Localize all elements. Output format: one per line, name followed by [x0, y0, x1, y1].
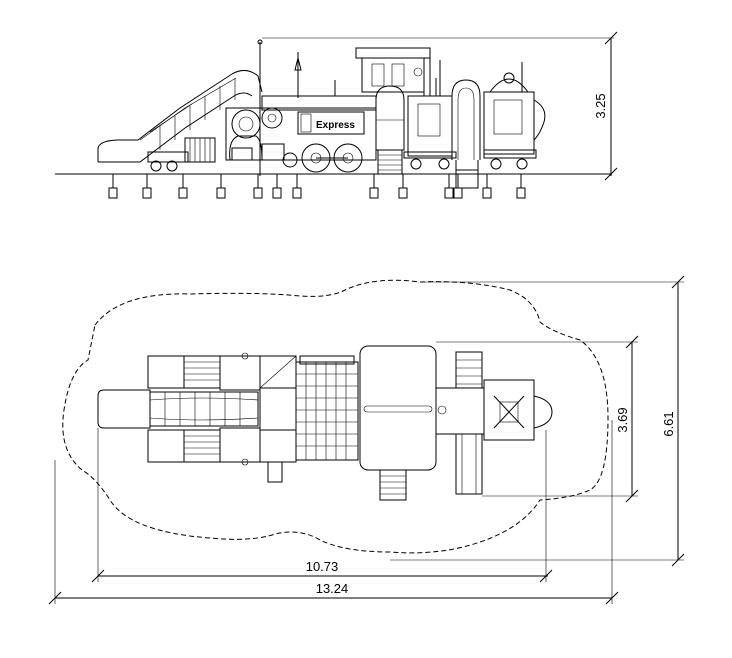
slide-exit-plan — [455, 433, 483, 495]
express-sign-text: Express — [316, 120, 355, 131]
depth-inner-dim-label: 3.69 — [615, 407, 630, 432]
depth-outer-dim-label: 6.61 — [661, 411, 676, 436]
slide-plan — [97, 389, 259, 429]
length-outer-dim-label: 13.24 — [316, 581, 349, 596]
plan-view: 3.69 6.61 10.73 13.24 — [48, 275, 685, 605]
rear-coaches-plan — [435, 351, 553, 495]
foundation-posts — [108, 174, 526, 199]
roof-canopy — [359, 345, 437, 471]
slide-side — [97, 70, 263, 172]
climbing-net-plan — [295, 355, 359, 461]
gear-icon — [231, 109, 261, 139]
side-elevation: Express — [55, 31, 618, 199]
express-sign — [297, 111, 365, 135]
roof-plan — [359, 345, 437, 501]
plan-dimensions: 3.69 6.61 10.73 13.24 — [48, 275, 685, 605]
length-inner-dim-label: 10.73 — [306, 559, 339, 574]
height-dimension: 3.25 — [262, 31, 618, 181]
cab-tower — [355, 47, 441, 174]
safety-zone-outline — [62, 279, 609, 554]
height-dim-label: 3.25 — [593, 93, 608, 118]
side-climbers-plan — [147, 355, 221, 463]
locomotive-side: Express — [225, 39, 377, 176]
coaches-side — [403, 62, 546, 189]
